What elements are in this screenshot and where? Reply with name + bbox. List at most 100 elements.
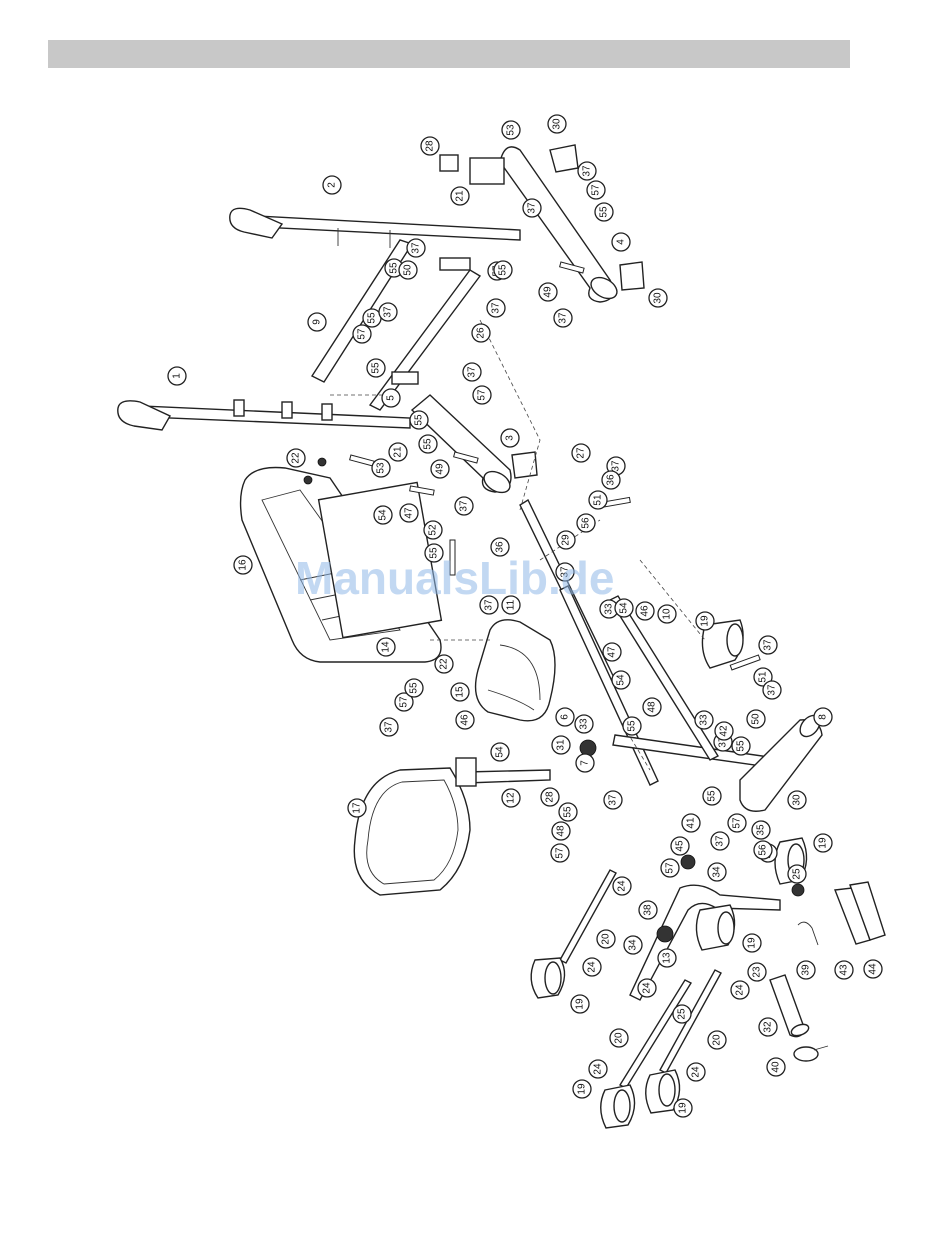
callout-circle <box>399 503 419 523</box>
callout-label: 47 <box>404 507 415 519</box>
callout-circle <box>479 595 499 615</box>
part-callout-25: 25 <box>672 1004 692 1024</box>
callout-circle <box>657 604 677 624</box>
part-callout-55: 55 <box>702 786 722 806</box>
part-callout-45: 45 <box>670 836 690 856</box>
callout-label: 24 <box>691 1066 702 1078</box>
callout-label: 48 <box>647 701 658 713</box>
callout-label: 20 <box>614 1032 625 1044</box>
callout-circle <box>558 802 578 822</box>
part-callout-7: 7 <box>575 753 595 773</box>
callout-circle <box>614 598 634 618</box>
callout-label: 56 <box>758 844 769 856</box>
callout-circle <box>574 714 594 734</box>
callout-label: 24 <box>642 982 653 994</box>
callout-label: 55 <box>736 740 747 752</box>
callout-label: 54 <box>619 602 630 614</box>
callout-circle <box>430 459 450 479</box>
callout-circle <box>553 308 573 328</box>
callout-circle <box>588 1059 608 1079</box>
callout-circle <box>596 929 616 949</box>
callout-circle <box>493 260 513 280</box>
part-callout-57: 57 <box>586 180 606 200</box>
callout-circle <box>813 707 833 727</box>
part-callout-8: 8 <box>813 707 833 727</box>
callout-circle <box>233 555 253 575</box>
callout-circle <box>398 260 418 280</box>
part-callout-53: 53 <box>371 458 391 478</box>
part-callout-37: 37 <box>762 680 782 700</box>
callout-label: 19 <box>818 837 829 849</box>
callout-label: 54 <box>378 509 389 521</box>
part-callout-21: 21 <box>388 442 408 462</box>
part-callout-31: 31 <box>551 735 571 755</box>
callout-label: 28 <box>425 140 436 152</box>
part-callout-44: 44 <box>863 959 883 979</box>
part-callout-19: 19 <box>572 1079 592 1099</box>
part-callout-20: 20 <box>609 1028 629 1048</box>
part-callout-24: 24 <box>637 978 657 998</box>
callout-circle <box>404 678 424 698</box>
part-callout-23: 23 <box>747 962 767 982</box>
callout-label: 22 <box>291 452 302 464</box>
callout-label: 19 <box>577 1083 588 1095</box>
callout-circle <box>394 692 414 712</box>
callout-label: 21 <box>393 446 404 458</box>
callout-circle <box>486 298 506 318</box>
callout-label: 30 <box>792 794 803 806</box>
callout-label: 34 <box>712 866 723 878</box>
callout-label: 20 <box>601 933 612 945</box>
part-callout-3: 3 <box>500 428 520 448</box>
part-callout-56: 56 <box>753 840 773 860</box>
part-callout-20: 20 <box>596 929 616 949</box>
callout-label: 29 <box>561 534 572 546</box>
callout-label: 26 <box>476 327 487 339</box>
callout-label: 55 <box>707 790 718 802</box>
part-callout-12: 12 <box>501 788 521 808</box>
part-callout-21: 21 <box>450 186 470 206</box>
part-callout-28: 28 <box>420 136 440 156</box>
part-callout-35: 35 <box>751 820 771 840</box>
callout-label: 49 <box>543 286 554 298</box>
part-callout-19: 19 <box>695 611 715 631</box>
callout-label: 37 <box>608 794 619 806</box>
part-30-brackets <box>511 144 645 479</box>
part-39-pin <box>797 921 819 946</box>
callout-label: 25 <box>677 1008 688 1020</box>
part-callout-37: 37 <box>378 302 398 322</box>
callout-circle <box>813 833 833 853</box>
part-callout-55: 55 <box>409 410 429 430</box>
callout-label: 24 <box>617 880 628 892</box>
part-40-collar <box>793 1045 829 1062</box>
callout-label: 27 <box>576 447 587 459</box>
callout-circle <box>424 543 444 563</box>
part-callout-57: 57 <box>472 385 492 405</box>
part-callout-22: 22 <box>286 448 306 468</box>
callout-circle <box>373 505 393 525</box>
callout-label: 42 <box>719 725 730 737</box>
part-callout-32: 32 <box>758 1017 778 1037</box>
callout-circle <box>609 1028 629 1048</box>
part-callout-43: 43 <box>834 960 854 980</box>
part-callout-30: 30 <box>547 114 567 134</box>
callout-label: 57 <box>732 817 743 829</box>
callout-circle <box>577 161 597 181</box>
callout-circle <box>454 496 474 516</box>
callout-circle <box>695 611 715 631</box>
callout-circle <box>551 821 571 841</box>
callout-circle <box>707 862 727 882</box>
callout-label: 55 <box>429 547 440 559</box>
part-callout-50: 50 <box>398 260 418 280</box>
callout-circle <box>381 388 401 408</box>
callout-label: 35 <box>756 824 767 836</box>
callout-circle <box>742 933 762 953</box>
callout-circle <box>582 957 602 977</box>
callout-label: 55 <box>371 362 382 374</box>
callout-circle <box>702 786 722 806</box>
part-callout-54: 54 <box>614 598 634 618</box>
callout-circle <box>575 753 595 773</box>
callout-label: 33 <box>604 603 615 615</box>
callout-label: 52 <box>428 524 439 536</box>
part-callout-37: 37 <box>603 790 623 810</box>
